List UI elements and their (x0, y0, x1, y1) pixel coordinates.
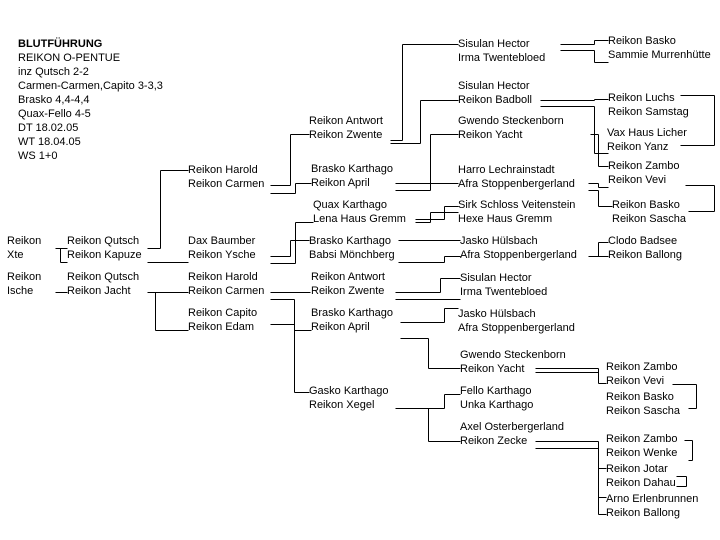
dam-name: Lena Haus Gremm (313, 213, 406, 225)
header-line: REIKON O-PENTUE (18, 52, 121, 64)
sire-name: Brasko Karthago (311, 307, 393, 319)
sire-name: Sisulan Hector (458, 38, 530, 50)
sire-name: Sisulan Hector (458, 80, 530, 92)
dam-name: Reikon Xegel (309, 399, 375, 411)
header-line: Brasko 4,4-4,4 (18, 94, 90, 106)
dam-name: Reikon April (311, 321, 370, 333)
header-line: Carmen-Carmen,Capito 3-3,3 (18, 80, 163, 92)
dam-name: Afra Stoppenbergerland (460, 249, 577, 261)
dam-name: Reikon Edam (188, 321, 255, 333)
sire-name: Brasko Karthago (309, 235, 391, 247)
sire-name: Fello Karthago (460, 385, 532, 397)
dam-name: Reikon Vevi (606, 375, 665, 387)
dam-name: Reikon Ysche (188, 249, 256, 261)
sire-name: Jasko Hülsbach (460, 235, 538, 247)
sire-name: Reikon Capito (188, 307, 258, 319)
dam-name: Reikon Carmen (188, 178, 265, 190)
dam-name: Reikon Wenke (606, 447, 678, 459)
sire-name: Gasko Karthago (309, 385, 389, 397)
dam-name: Reikon April (311, 177, 370, 189)
dam-name: Reikon Badboll (458, 94, 532, 106)
dam-name: Babsi Mönchberg (309, 249, 395, 261)
page-title: BLUTFÜHRUNG (18, 38, 103, 50)
dam-name: Reikon Dahau (606, 477, 676, 489)
header-line: DT 18.02.05 (18, 122, 79, 134)
sire-name: Reikon Luchs (608, 92, 675, 104)
sire-name: Reikon Basko (608, 35, 676, 47)
dam-name: Irma Twentebloed (460, 286, 548, 298)
dam-name: Afra Stoppenbergerland (458, 322, 575, 334)
sire-name: Sisulan Hector (460, 272, 532, 284)
sire-name: Gwendo Steckenborn (458, 115, 564, 127)
dam-name: Afra Stoppenbergerland (458, 178, 575, 190)
dam-name: Reikon Ballong (608, 249, 682, 261)
subject-name: Ische (7, 285, 34, 297)
subject-name: Xte (7, 249, 24, 261)
sire-name: Quax Karthago (313, 199, 387, 211)
dam-name: Reikon Ballong (606, 507, 680, 519)
sire-name: Reikon Zambo (608, 160, 680, 172)
sire-name: Reikon Harold (188, 271, 258, 283)
sire-name: Reikon Basko (612, 199, 680, 211)
dam-name: Reikon Carmen (188, 285, 265, 297)
header-line: WT 18.04.05 (18, 136, 81, 148)
dam-name: Reikon Jacht (67, 285, 131, 297)
sire-name: Harro Lechrainstadt (458, 164, 555, 176)
dam-name: Reikon Sascha (612, 213, 686, 225)
sire-name: Sirk Schloss Veitenstein (458, 199, 576, 211)
sire-name: Axel Osterbergerland (460, 421, 564, 433)
header-line: inz Qutsch 2-2 (18, 66, 89, 78)
dam-name: Sammie Murrenhütte (608, 49, 711, 61)
dam-name: Reikon Zecke (460, 435, 528, 447)
dam-name: Reikon Zwente (311, 285, 385, 297)
sire-name: Brasko Karthago (311, 163, 393, 175)
dam-name: Reikon Vevi (608, 174, 667, 186)
dam-name: Irma Twentebloed (458, 52, 546, 64)
subject-name: Reikon (7, 271, 42, 283)
sire-name: Reikon Zambo (606, 433, 678, 445)
dam-name: Reikon Sascha (606, 405, 680, 417)
sire-name: Reikon Qutsch (67, 271, 140, 283)
dam-name: Reikon Yacht (458, 129, 523, 141)
dam-name: Reikon Yacht (460, 363, 525, 375)
dam-name: Reikon Yanz (607, 141, 669, 153)
dam-name: Reikon Zwente (309, 129, 383, 141)
sire-name: Reikon Antwort (311, 271, 385, 283)
sire-name: Jasko Hülsbach (458, 308, 536, 320)
sire-name: Reikon Harold (188, 164, 258, 176)
sire-name: Vax Haus Licher (607, 127, 687, 139)
subject-name: Reikon (7, 235, 42, 247)
dam-name: Reikon Samstag (608, 106, 689, 118)
sire-name: Gwendo Steckenborn (460, 349, 566, 361)
dam-name: Reikon Kapuze (67, 249, 142, 261)
sire-name: Clodo Badsee (608, 235, 678, 247)
sire-name: Reikon Antwort (309, 115, 383, 127)
sire-name: Arno Erlenbrunnen (606, 493, 699, 505)
sire-name: Reikon Zambo (606, 361, 678, 373)
sire-name: Reikon Qutsch (67, 235, 140, 247)
dam-name: Unka Karthago (460, 399, 534, 411)
sire-name: Dax Baumber (188, 235, 256, 247)
sire-name: Reikon Basko (606, 391, 674, 403)
sire-name: Reikon Jotar (606, 463, 668, 475)
dam-name: Hexe Haus Gremm (458, 213, 553, 225)
header-line: WS 1+0 (18, 150, 58, 162)
header-line: Quax-Fello 4-5 (18, 108, 91, 120)
